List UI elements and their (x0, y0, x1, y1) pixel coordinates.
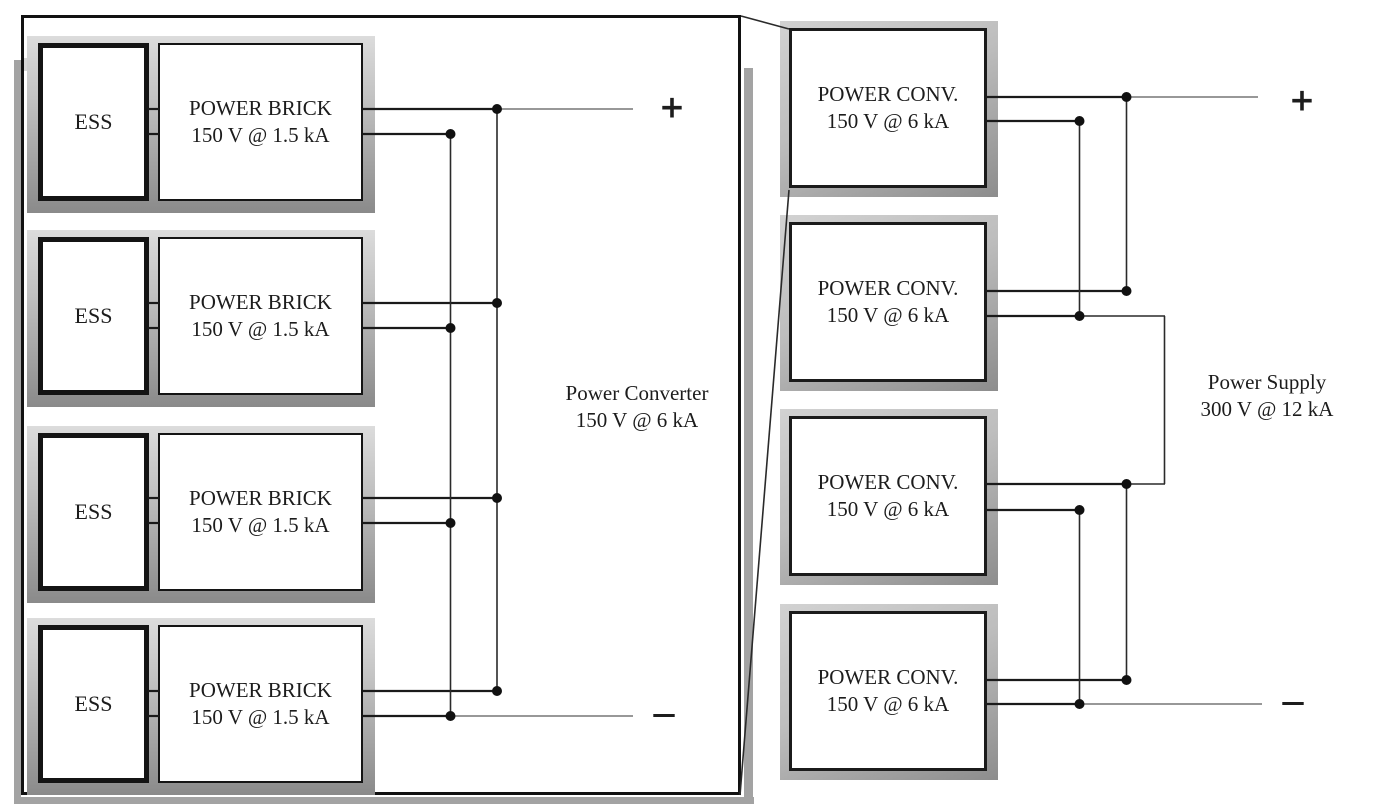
power-brick-name: POWER BRICK (189, 290, 332, 314)
power-conv-box-4: POWER CONV. 150 V @ 6 kA (789, 611, 987, 771)
left-minus-terminal: — (652, 700, 676, 728)
detail-box-shadow-right (744, 68, 753, 797)
right-minus-terminal: — (1281, 688, 1305, 716)
ess-label: ESS (74, 499, 113, 524)
junction-dot (1121, 92, 1132, 102)
junction-dot (1074, 311, 1085, 321)
ess-label: ESS (74, 691, 113, 716)
junction-dot (1121, 286, 1132, 296)
power-brick-rating: 150 V @ 1.5 kA (191, 123, 330, 147)
detail-box-shadow-bottom (14, 797, 754, 804)
junction-dot (1074, 505, 1085, 515)
left-caption-line2: 150 V @ 6 kA (575, 408, 699, 432)
right-plus-terminal: + (1289, 82, 1315, 119)
power-conv-name: POWER CONV. (817, 665, 959, 689)
power-brick-name: POWER BRICK (189, 486, 332, 510)
ess-label: ESS (74, 303, 113, 328)
power-brick-rating: 150 V @ 1.5 kA (191, 705, 330, 729)
detail-box-shadow-left (14, 60, 21, 804)
power-conv-box-2: POWER CONV. 150 V @ 6 kA (789, 222, 987, 382)
power-brick-name: POWER BRICK (189, 96, 332, 120)
power-brick-box-1: POWER BRICK 150 V @ 1.5 kA (158, 43, 363, 201)
junction-dot (1121, 479, 1132, 489)
ess-box-4: ESS (38, 625, 149, 783)
ess-box-1: ESS (38, 43, 149, 201)
power-brick-rating: 150 V @ 1.5 kA (191, 513, 330, 537)
power-brick-name: POWER BRICK (189, 678, 332, 702)
ess-box-3: ESS (38, 433, 149, 591)
right-caption-line1: Power Supply (1207, 370, 1327, 394)
power-conv-name: POWER CONV. (817, 82, 959, 106)
right-caption-line2: 300 V @ 12 kA (1200, 397, 1334, 421)
ess-box-2: ESS (38, 237, 149, 395)
power-conv-rating: 150 V @ 6 kA (826, 109, 950, 133)
power-conv-rating: 150 V @ 6 kA (826, 497, 950, 521)
junction-dot (1074, 699, 1085, 709)
left-plus-terminal: + (659, 89, 685, 126)
left-panel-caption: Power Converter 150 V @ 6 kA (566, 380, 709, 434)
power-conv-box-1: POWER CONV. 150 V @ 6 kA (789, 28, 987, 188)
power-conv-rating: 150 V @ 6 kA (826, 692, 950, 716)
junction-dot (1121, 675, 1132, 685)
junction-dot (1074, 116, 1085, 126)
left-caption-line1: Power Converter (565, 381, 709, 405)
power-conv-rating: 150 V @ 6 kA (826, 303, 950, 327)
power-conv-box-3: POWER CONV. 150 V @ 6 kA (789, 416, 987, 576)
power-conv-name: POWER CONV. (817, 470, 959, 494)
power-brick-box-4: POWER BRICK 150 V @ 1.5 kA (158, 625, 363, 783)
power-brick-box-2: POWER BRICK 150 V @ 1.5 kA (158, 237, 363, 395)
power-brick-rating: 150 V @ 1.5 kA (191, 317, 330, 341)
right-panel-caption: Power Supply 300 V @ 12 kA (1201, 369, 1334, 423)
ess-label: ESS (74, 109, 113, 134)
power-brick-box-3: POWER BRICK 150 V @ 1.5 kA (158, 433, 363, 591)
power-conv-name: POWER CONV. (817, 276, 959, 300)
